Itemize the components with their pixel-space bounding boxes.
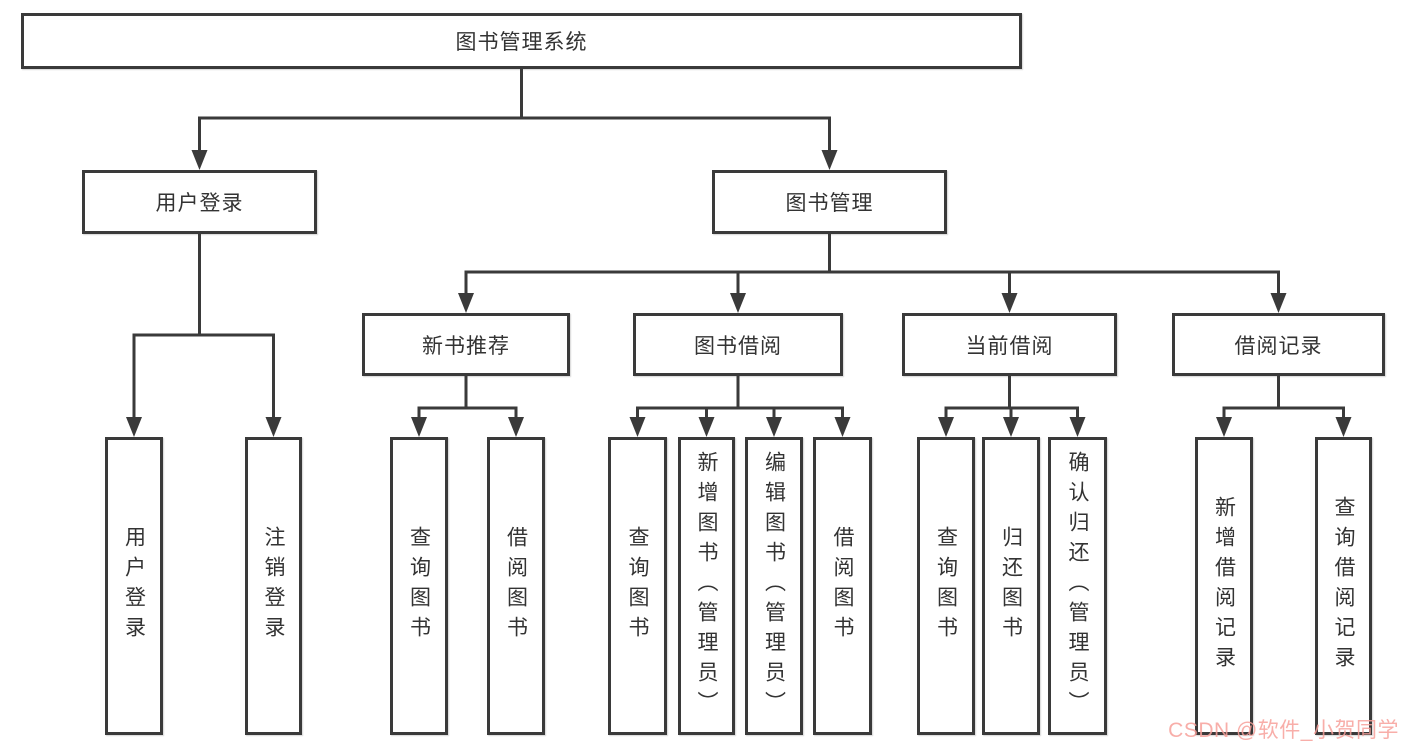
node-confirm-return-admin: 确认归还（管理员） (1048, 437, 1107, 735)
node-query-borrow-record: 查询借阅记录 (1315, 437, 1372, 735)
node-add-borrow-record: 新增借阅记录 (1195, 437, 1253, 735)
node-new-book-recommendation: 新书推荐 (362, 313, 570, 376)
node-query-books-current: 查询图书 (917, 437, 975, 735)
node-borrowing-records: 借阅记录 (1172, 313, 1385, 376)
node-query-books-borrowing: 查询图书 (608, 437, 667, 735)
node-current-borrowing: 当前借阅 (902, 313, 1117, 376)
node-borrow-books-borrowing: 借阅图书 (813, 437, 872, 735)
node-user-login: 用户登录 (82, 170, 317, 234)
node-book-management: 图书管理 (712, 170, 947, 234)
node-return-books: 归还图书 (982, 437, 1040, 735)
node-borrow-books-recommend: 借阅图书 (487, 437, 545, 735)
node-user-login-leaf: 用户登录 (105, 437, 163, 735)
node-edit-books-admin: 编辑图书（管理员） (745, 437, 803, 735)
node-query-books-recommend: 查询图书 (390, 437, 448, 735)
node-book-borrowing: 图书借阅 (633, 313, 843, 376)
watermark: CSDN @软件_小贺同学 (1168, 719, 1399, 742)
node-logout: 注销登录 (245, 437, 302, 735)
node-system-root: 图书管理系统 (21, 13, 1022, 69)
node-add-books-admin: 新增图书（管理员） (678, 437, 735, 735)
